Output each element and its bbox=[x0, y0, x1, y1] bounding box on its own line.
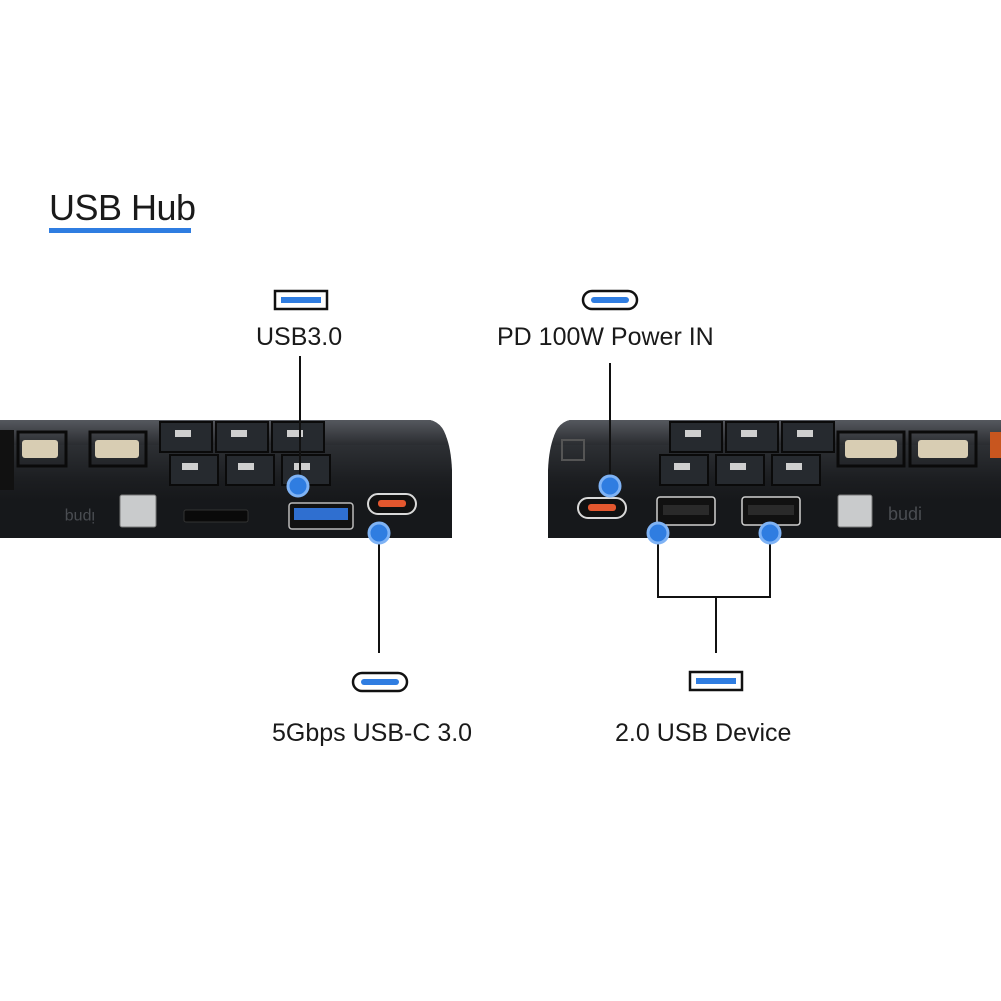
svg-text:budi: budi bbox=[888, 504, 922, 524]
usb20-port-1 bbox=[656, 496, 716, 526]
title-underline bbox=[49, 228, 191, 233]
leader-lines bbox=[299, 356, 771, 653]
usb-c-port-icon bbox=[351, 671, 409, 693]
usb30-label: USB3.0 bbox=[256, 323, 343, 351]
page-title: USB Hub bbox=[49, 187, 196, 228]
usb-a-port-icon bbox=[688, 670, 744, 692]
right-hub-device: budi bbox=[548, 420, 1001, 538]
left-hub-device: ipnq bbox=[0, 420, 452, 538]
usb-c-port-icon bbox=[581, 289, 639, 311]
usb20-port-2 bbox=[741, 496, 801, 526]
usbc30-label: 5Gbps USB-C 3.0 bbox=[272, 719, 473, 747]
usb-a-port-icon bbox=[273, 289, 329, 311]
usbc30-port bbox=[367, 493, 417, 515]
pd-power-label: PD 100W Power IN bbox=[497, 323, 714, 351]
usb30-port bbox=[288, 502, 354, 530]
callout-dots bbox=[286, 474, 782, 545]
sd-card-slots bbox=[0, 430, 148, 490]
sd-card-slots-right bbox=[836, 430, 1001, 468]
pd-power-port bbox=[577, 497, 627, 519]
svg-text:ipnq: ipnq bbox=[65, 508, 95, 525]
usb20-label: 2.0 USB Device bbox=[615, 719, 792, 747]
